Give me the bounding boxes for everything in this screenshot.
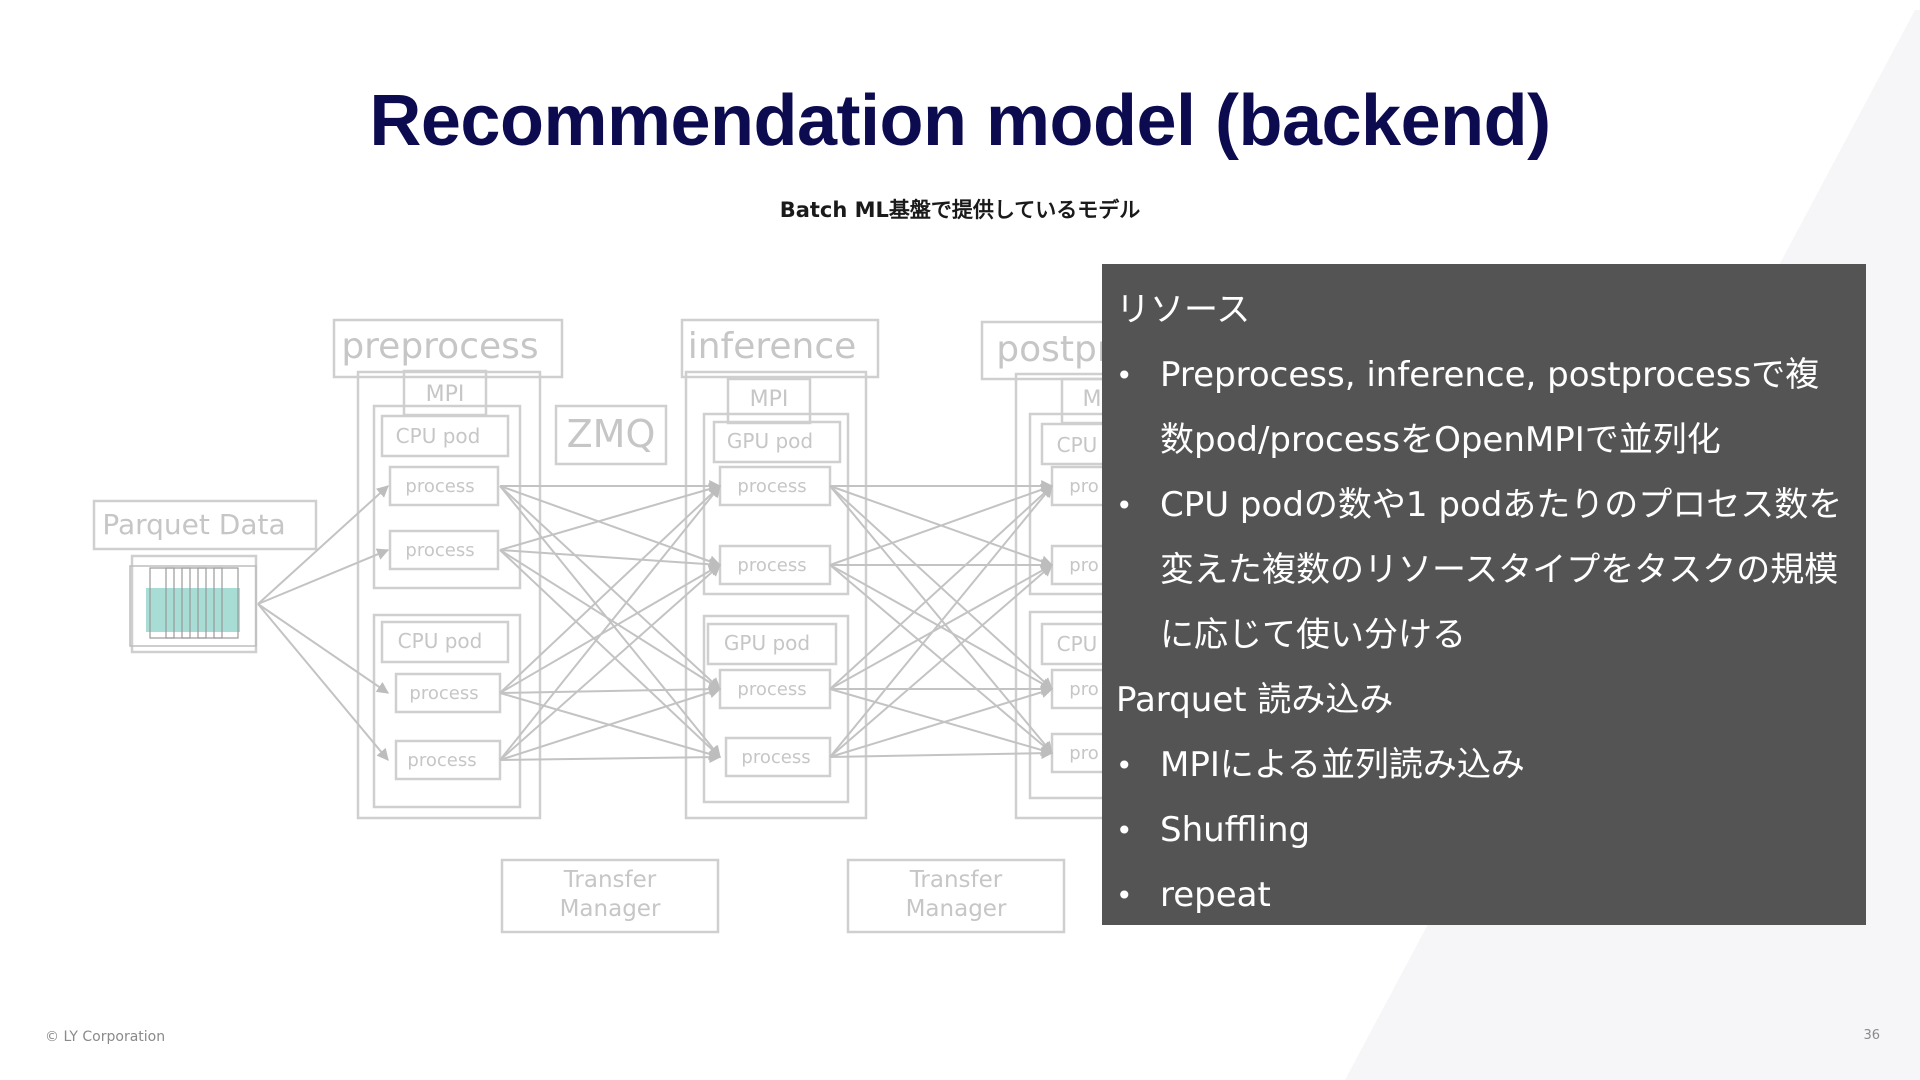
process-label: process — [409, 683, 478, 704]
flow-arrow — [829, 564, 1053, 758]
flow-arrow — [499, 549, 722, 571]
flow-arrow — [829, 564, 1053, 754]
page-title: Recommendation model (backend) — [369, 81, 1551, 161]
flow-arrow — [499, 485, 722, 567]
pod-label: CPU pod — [398, 629, 483, 653]
flow-arrow — [499, 485, 721, 694]
flow-arrow — [499, 564, 721, 761]
flow-arrow — [499, 564, 722, 694]
pod-label: GPU pod — [724, 631, 810, 655]
flow-arrow — [257, 603, 389, 761]
flow-arrow — [499, 485, 721, 761]
page-number: 36 — [1863, 1028, 1880, 1043]
parquet-data-icon — [129, 554, 258, 654]
flow-arrow — [499, 751, 722, 764]
process-label: process — [405, 476, 474, 497]
stage-label-inference: inference — [688, 326, 857, 367]
list-item: CPU podの数や1 podあたりのプロセス数を変えた複数のリソースタイプをタ… — [1116, 473, 1850, 668]
pod-label: CPU — [1057, 433, 1098, 457]
flow-arrow — [499, 549, 721, 758]
list-item: repeat — [1116, 863, 1850, 928]
process-label: process — [407, 750, 476, 771]
process-label: process — [741, 747, 810, 768]
flow-arrow — [257, 603, 389, 694]
process-label: pro — [1069, 679, 1098, 700]
stage-label-postprocess: postpr — [996, 329, 1112, 370]
list-item: Preprocess, inference, postprocessで複数pod… — [1116, 343, 1850, 473]
parquet-list: MPIによる並列読み込み Shuffling repeat — [1116, 733, 1850, 928]
process-label: pro — [1069, 476, 1098, 497]
list-item: MPIによる並列読み込み — [1116, 733, 1850, 798]
mpi-label: MPI — [750, 387, 789, 412]
flow-arrow — [499, 686, 722, 761]
parquet-heading: Parquet 読み込み — [1116, 680, 1394, 720]
flow-arrow — [829, 747, 1054, 760]
flow-arrow — [829, 485, 1053, 754]
page-subtitle: Batch ML基盤で提供しているモデル — [779, 198, 1141, 222]
process-label: process — [737, 476, 806, 497]
process-label: process — [405, 540, 474, 561]
mpi-label: MPI — [426, 382, 465, 407]
pod-label: CPU — [1057, 632, 1098, 656]
resource-list: Preprocess, inference, postprocessで複数pod… — [1116, 343, 1850, 668]
flow-arrow — [257, 485, 389, 605]
process-label: pro — [1069, 555, 1098, 576]
flow-arrow — [829, 485, 1053, 690]
flow-arrow — [499, 549, 722, 690]
stage-label-preprocess: preprocess — [341, 326, 538, 367]
flow-arrow — [829, 688, 1054, 756]
info-panel: リソース Preprocess, inference, postprocessで… — [1102, 264, 1866, 928]
flow-arrow — [829, 686, 1054, 758]
flow-arrow — [829, 564, 1054, 690]
resource-heading: リソース — [1116, 290, 1251, 330]
parquet-data-label: Parquet Data — [102, 508, 285, 541]
list-item: Shuffling — [1116, 798, 1850, 863]
flow-arrow — [829, 485, 1053, 758]
copyright: © LY Corporation — [45, 1029, 166, 1045]
flow-arrow — [829, 483, 1054, 566]
process-label: process — [737, 679, 806, 700]
process-label: pro — [1069, 743, 1098, 764]
process-label: process — [737, 555, 806, 576]
flow-arrow — [499, 483, 722, 551]
pod-label: GPU pod — [727, 429, 813, 453]
pod-label: CPU pod — [396, 424, 481, 448]
flow-arrow — [257, 548, 390, 605]
flow-arrow — [499, 485, 721, 690]
zmq-label: ZMQ — [567, 412, 656, 456]
flow-arrow — [499, 683, 722, 696]
mpi-label: M — [1083, 387, 1102, 412]
